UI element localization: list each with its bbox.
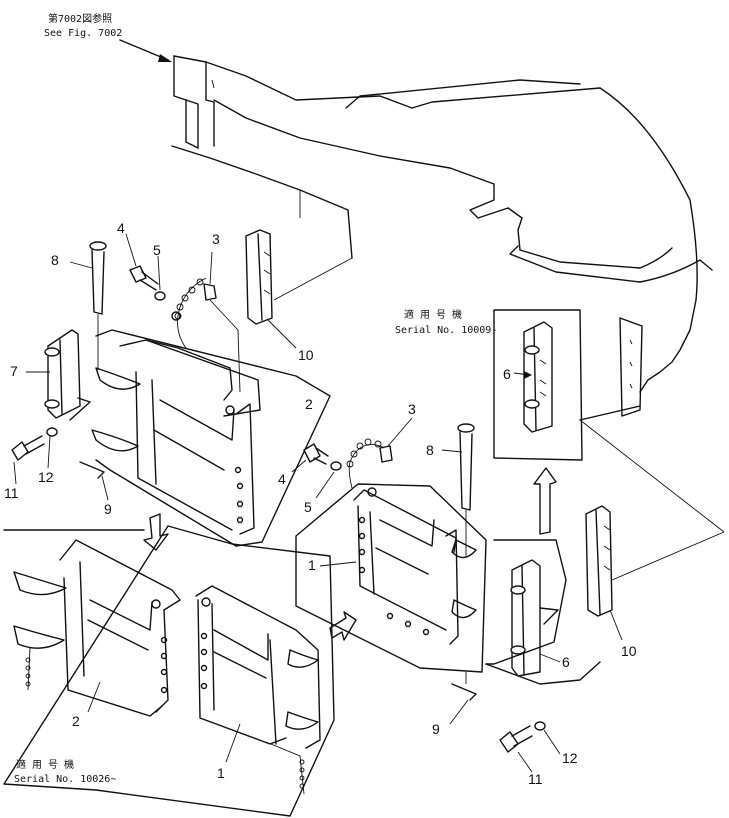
leader-2-bottom <box>87 681 101 713</box>
pin-8-top <box>89 241 107 315</box>
leader-chain-top <box>209 299 239 331</box>
part-label-12-left: 12 <box>38 469 54 485</box>
part-label-2-top: 2 <box>305 396 313 412</box>
serial-10026-frame <box>3 525 335 817</box>
cotter-pin-9-top <box>79 461 105 479</box>
part-label-6-lower: 6 <box>562 654 570 670</box>
leader-3-right <box>387 417 413 447</box>
part-label-5-right: 5 <box>304 499 312 515</box>
washer-5-top <box>154 291 166 301</box>
bolt-4-top <box>129 265 159 291</box>
leader-10-top <box>267 319 297 349</box>
part-label-7: 7 <box>10 363 18 379</box>
leader-12-right <box>543 729 561 755</box>
bracket-7 <box>44 329 91 421</box>
leader-1-right <box>319 561 357 567</box>
washer-12-right <box>534 721 546 731</box>
caption-serial-10026-en: Serial No. 10026~ <box>14 774 116 785</box>
ref-line-10-top <box>273 257 353 301</box>
part-label-4-right: 4 <box>278 471 286 487</box>
leader-11-left <box>13 461 17 485</box>
washer-5-right <box>330 461 342 471</box>
bracket-10-top <box>245 229 273 325</box>
leader-5-top <box>157 255 161 291</box>
leader-9-top <box>101 475 109 501</box>
leader-1-bottom <box>225 723 241 763</box>
leader-12-left <box>47 435 51 469</box>
arrow-to-right-assembly <box>329 611 357 641</box>
part-label-4-top: 4 <box>117 220 125 236</box>
caption-serial-10009-jp: 適 用 号 機 <box>404 308 462 321</box>
caption-serial-10026: 適 用 号 機 Serial No. 10026~ <box>14 758 116 785</box>
part-label-10-top: 10 <box>298 347 314 363</box>
part-label-12-right: 12 <box>562 750 578 766</box>
pin-8-right <box>457 423 475 511</box>
up-arrow-right <box>533 467 557 535</box>
leader-6-upper <box>513 371 532 379</box>
leader-8-top <box>69 261 93 269</box>
part-label-3-right: 3 <box>408 401 416 417</box>
bracket-assembly-right <box>295 483 487 673</box>
bracket-6-lower <box>485 539 567 677</box>
part-label-11-left: 11 <box>4 485 19 501</box>
part-label-9-top: 9 <box>104 501 112 517</box>
part-labels: 4 5 3 8 10 7 2 12 11 9 3 8 4 5 1 6 6 10 … <box>4 220 637 787</box>
machine-body-outline <box>171 55 713 421</box>
part-label-9-right: 9 <box>432 721 440 737</box>
see-fig-arrow <box>119 39 172 62</box>
caption-see-fig-jp: 第7002図参照 <box>48 12 112 25</box>
part-label-5-top: 5 <box>153 242 161 258</box>
part-label-3-top: 3 <box>212 231 220 247</box>
leader-chain-top-b <box>237 329 241 393</box>
bracket-10-right <box>585 505 613 617</box>
leader-11-right <box>517 751 533 773</box>
ref-line-10-right-b <box>579 419 725 533</box>
leader-10-right <box>609 609 623 641</box>
washer-12-left <box>46 427 58 437</box>
leader-4-right <box>291 459 307 473</box>
part-label-2-bottom: 2 <box>72 713 80 729</box>
leader-8-right <box>441 449 463 453</box>
caption-see-fig-en: See Fig. 7002 <box>44 28 122 39</box>
bolt-4-right <box>303 443 329 465</box>
leader-6-lower <box>539 653 561 663</box>
bracket-assembly-top-left <box>91 329 331 547</box>
bracket-assembly-bottom-right <box>195 585 321 795</box>
caption-serial-10009: 適 用 号 機 Serial No. 10009- <box>395 308 497 336</box>
part-label-10-right: 10 <box>621 643 637 659</box>
down-arrow-left <box>143 513 169 551</box>
bracket-6-upper <box>523 321 553 433</box>
bracket-6-lower-frame <box>485 661 601 685</box>
chain-3-top <box>171 277 217 349</box>
bolt-11-right <box>499 725 533 753</box>
part-label-6-upper: 6 <box>503 366 511 382</box>
part-label-1-bottom: 1 <box>217 765 225 781</box>
leader-4-top <box>125 233 137 267</box>
part-label-8-right: 8 <box>426 442 434 458</box>
leader-3-top <box>209 251 213 285</box>
chain-3-right <box>346 438 393 489</box>
part-label-1-right: 1 <box>308 557 316 573</box>
part-label-11-right: 11 <box>528 771 543 787</box>
caption-serial-10009-en: Serial No. 10009- <box>395 325 497 336</box>
caption-serial-10026-jp: 適 用 号 機 <box>16 758 74 771</box>
leader-9-right <box>449 699 469 725</box>
part-label-8-top: 8 <box>51 252 59 268</box>
caption-see-fig: 第7002図参照 See Fig. 7002 <box>44 12 122 39</box>
serial-10009-frame <box>493 309 583 461</box>
leader-5-right <box>315 471 335 499</box>
bracket-assembly-bottom-left <box>13 539 181 717</box>
cotter-pin-9-right <box>451 683 477 701</box>
ref-line-10-right <box>611 531 725 581</box>
bolt-11-left <box>11 435 45 461</box>
